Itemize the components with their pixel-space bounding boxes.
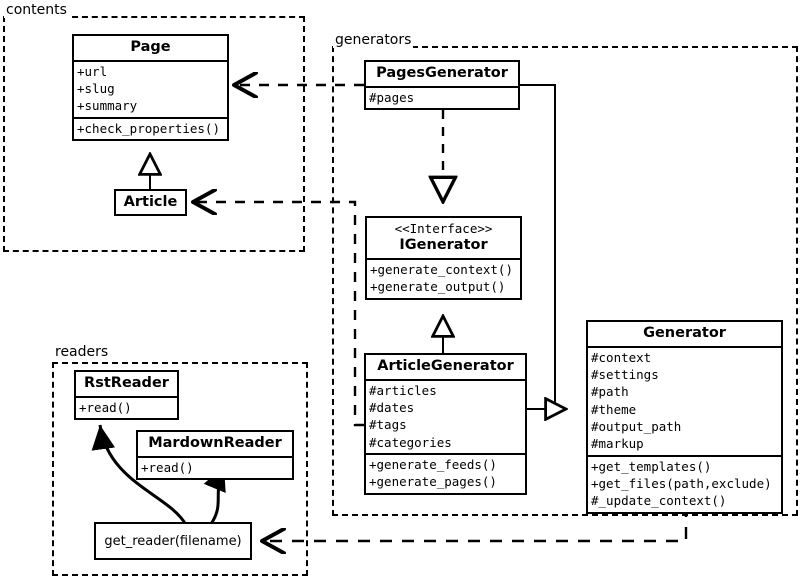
class-page[interactable]: Page +url +slug +summary +check_properti… xyxy=(72,34,229,142)
attribute: #articles xyxy=(369,382,437,398)
class-pagesgenerator-attributes: #pages xyxy=(366,85,518,108)
attribute: +url xyxy=(77,63,108,79)
operation: +read() xyxy=(79,399,132,415)
package-generators-label: generators xyxy=(333,32,414,48)
class-markdownreader[interactable]: MardownReader +read() xyxy=(136,430,294,481)
operation: +get_templates() xyxy=(591,458,712,474)
operation: +read() xyxy=(141,459,194,475)
package-contents xyxy=(3,16,305,252)
function-get-reader-label: get_reader(filename) xyxy=(104,533,242,549)
operation: +generate_pages() xyxy=(369,474,497,490)
class-rstreader[interactable]: RstReader +read() xyxy=(74,370,179,421)
class-pagesgenerator-title: PagesGenerator xyxy=(376,65,508,81)
operation: +generate_context() xyxy=(370,262,513,278)
class-page-operations: +check_properties() xyxy=(74,116,227,139)
operation: +get_files(path,exclude) xyxy=(591,476,772,491)
attribute: #context xyxy=(591,349,652,365)
attribute: #tags xyxy=(369,417,407,433)
operation: +generate_feeds() xyxy=(369,457,497,473)
class-igenerator-name: IGenerator xyxy=(399,237,488,254)
package-contents-label: contents xyxy=(4,2,69,18)
class-page-title: Page xyxy=(130,39,171,55)
class-articlegenerator-title: ArticleGenerator xyxy=(377,358,514,374)
class-articlegenerator[interactable]: ArticleGenerator #articles #dates #tags … xyxy=(364,353,527,495)
package-generators xyxy=(332,46,798,516)
attribute: #theme xyxy=(591,401,637,417)
attribute: #pages xyxy=(369,89,415,105)
operation: #_update_context() xyxy=(591,493,727,509)
stereotype-label: <<Interface>> xyxy=(394,221,493,236)
attribute: #dates xyxy=(369,400,415,416)
attribute: #markup xyxy=(591,436,644,452)
package-readers xyxy=(52,362,308,576)
class-articlegenerator-operations: +generate_feeds() +generate_pages() xyxy=(366,453,525,493)
class-articlegenerator-attributes: #articles #dates #tags #categories xyxy=(366,378,525,453)
class-article-title: Article xyxy=(123,194,178,210)
class-pagesgenerator[interactable]: PagesGenerator #pages xyxy=(364,60,520,111)
attribute: #categories xyxy=(369,434,452,450)
class-markdownreader-operations: +read() xyxy=(138,455,292,478)
class-page-attributes: +url +slug +summary xyxy=(74,59,227,117)
class-generator[interactable]: Generator #context #settings #path #them… xyxy=(586,320,783,514)
function-get-reader[interactable]: get_reader(filename) xyxy=(94,522,252,560)
class-generator-operations: +get_templates() +get_files(path,exclude… xyxy=(588,454,781,512)
operation: +check_properties() xyxy=(77,120,220,136)
attribute: #settings xyxy=(591,367,659,383)
package-readers-label: readers xyxy=(53,344,111,360)
attribute: +slug xyxy=(77,81,115,97)
class-rstreader-title: RstReader xyxy=(84,375,169,391)
class-article[interactable]: Article xyxy=(114,189,187,216)
class-generator-title: Generator xyxy=(643,325,726,341)
class-generator-attributes: #context #settings #path #theme #output_… xyxy=(588,345,781,455)
attribute: #output_path xyxy=(591,419,682,435)
attribute: +summary xyxy=(77,98,138,114)
operation: +generate_output() xyxy=(370,279,506,295)
class-igenerator-title: <<Interface>> IGenerator xyxy=(367,218,520,258)
class-markdownreader-title: MardownReader xyxy=(148,435,282,451)
class-igenerator[interactable]: <<Interface>> IGenerator +generate_conte… xyxy=(365,216,522,300)
attribute: #path xyxy=(591,384,629,400)
class-rstreader-operations: +read() xyxy=(76,395,177,418)
class-igenerator-operations: +generate_context() +generate_output() xyxy=(367,258,520,298)
